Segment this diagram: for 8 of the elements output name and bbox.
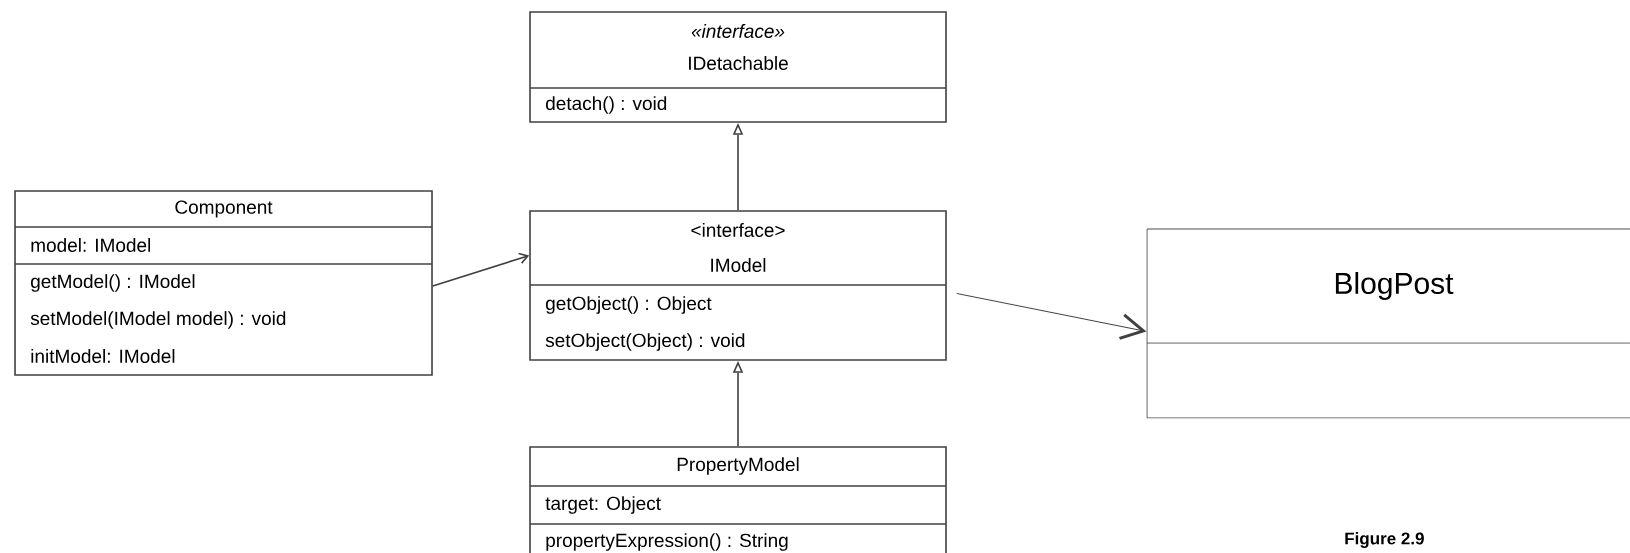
class-box: Component model: IModel getModel() : IModel setModel(IModel model) : void initModel: IModel (14, 190, 433, 376)
class-box: PropertyModel target: Object propertyExpression() : String (529, 446, 947, 553)
arrow (956, 293, 1147, 340)
class-box: «interface» IDetachable detach() : void (529, 11, 947, 123)
arrow (432, 252, 530, 287)
class-box: <interface> IModel getObject() : Object setObject(Object) : void (529, 210, 947, 361)
class-box: BlogPost (1146, 228, 1630, 419)
figure-caption: Figure 2.9 (1345, 532, 1424, 548)
